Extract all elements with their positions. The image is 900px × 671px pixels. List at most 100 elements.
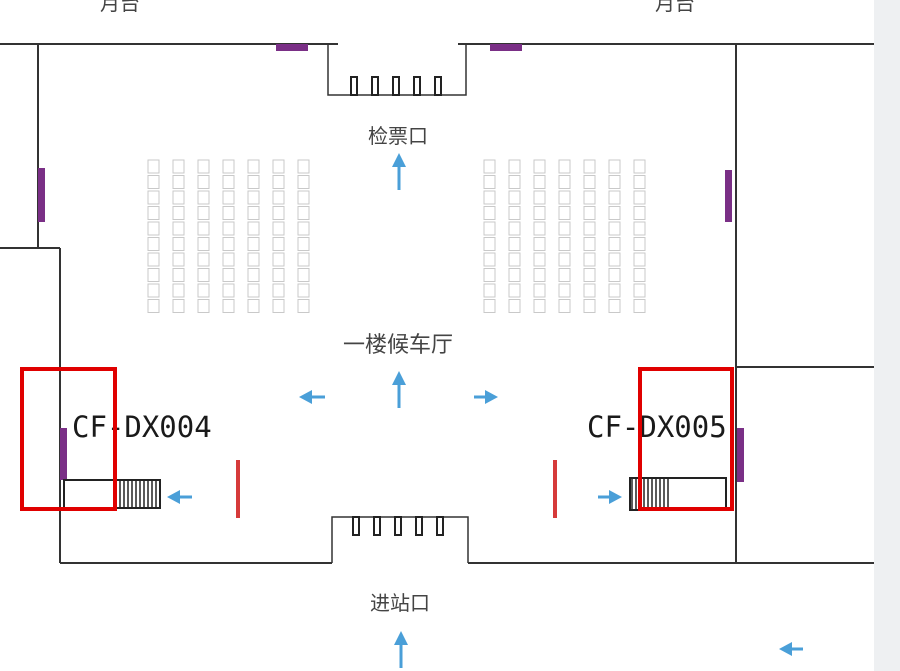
seat [247, 268, 260, 282]
walls [0, 43, 874, 564]
seat [633, 175, 646, 189]
seat [247, 175, 260, 189]
seat [222, 190, 235, 205]
arrow-up-entrance [394, 631, 408, 668]
seat [583, 237, 596, 251]
platform-label-right: 月台 [655, 0, 695, 15]
right-margin [874, 0, 900, 671]
seat [633, 252, 646, 267]
arrow-right-escalator [598, 490, 622, 504]
seat [533, 175, 546, 189]
seat [272, 283, 285, 298]
seat [483, 190, 496, 205]
seat [297, 299, 310, 313]
seat [558, 299, 571, 313]
arrow-left-escalator [167, 490, 192, 504]
seat [147, 268, 160, 282]
seat [483, 159, 496, 174]
highlight-box-right [638, 367, 734, 511]
seat [633, 237, 646, 251]
seat [297, 159, 310, 174]
seat [633, 268, 646, 282]
seat [608, 237, 621, 251]
seat [272, 190, 285, 205]
arrow-up-hall [392, 371, 406, 408]
seating-left [147, 159, 310, 313]
seat [483, 175, 496, 189]
marker-left [236, 460, 240, 518]
seat [197, 252, 210, 267]
seat [533, 190, 546, 205]
seat [483, 206, 496, 220]
seat [633, 283, 646, 298]
seat [608, 268, 621, 282]
seat [508, 268, 521, 282]
seat [272, 252, 285, 267]
seat [608, 252, 621, 267]
seat [583, 175, 596, 189]
seat [508, 159, 521, 174]
seat [172, 206, 185, 220]
seat [297, 221, 310, 236]
seat [558, 252, 571, 267]
seat [483, 283, 496, 298]
seat [147, 252, 160, 267]
arrow-right-hall [474, 390, 498, 404]
seat [483, 237, 496, 251]
seat [608, 221, 621, 236]
seat [633, 190, 646, 205]
seat [222, 159, 235, 174]
seat [608, 299, 621, 313]
seat [583, 299, 596, 313]
seat [583, 252, 596, 267]
seat [583, 159, 596, 174]
seat [508, 299, 521, 313]
seat [558, 206, 571, 220]
seat [172, 159, 185, 174]
seat [147, 299, 160, 313]
seat [172, 175, 185, 189]
seat [483, 252, 496, 267]
seat [222, 175, 235, 189]
seat [608, 283, 621, 298]
seat [533, 206, 546, 220]
seat [197, 221, 210, 236]
seat [147, 221, 160, 236]
seat [558, 159, 571, 174]
seat [483, 299, 496, 313]
escalator-left [63, 479, 161, 509]
seat [147, 190, 160, 205]
seat [633, 159, 646, 174]
seat [533, 252, 546, 267]
seat [172, 268, 185, 282]
seat [197, 159, 210, 174]
arrow-up-ticket-check [392, 153, 406, 190]
seat [197, 237, 210, 251]
seat [172, 252, 185, 267]
escalator-code-right: CF-DX005 [587, 410, 727, 444]
seat [147, 237, 160, 251]
seat [172, 237, 185, 251]
seat [508, 237, 521, 251]
seat [197, 190, 210, 205]
seat [272, 299, 285, 313]
ticket-check-label: 检票口 [368, 124, 428, 148]
seat [247, 283, 260, 298]
seating-right [483, 159, 646, 313]
seat [272, 237, 285, 251]
seat [533, 159, 546, 174]
seat [633, 221, 646, 236]
seat [272, 175, 285, 189]
seat [272, 268, 285, 282]
seat [197, 283, 210, 298]
seat [608, 206, 621, 220]
seat [247, 206, 260, 220]
seat [297, 190, 310, 205]
seat [583, 206, 596, 220]
seat [222, 268, 235, 282]
arrow-left-hall [299, 390, 325, 404]
seat [608, 175, 621, 189]
seat [272, 159, 285, 174]
arrow-left-bottom-right [779, 642, 803, 656]
